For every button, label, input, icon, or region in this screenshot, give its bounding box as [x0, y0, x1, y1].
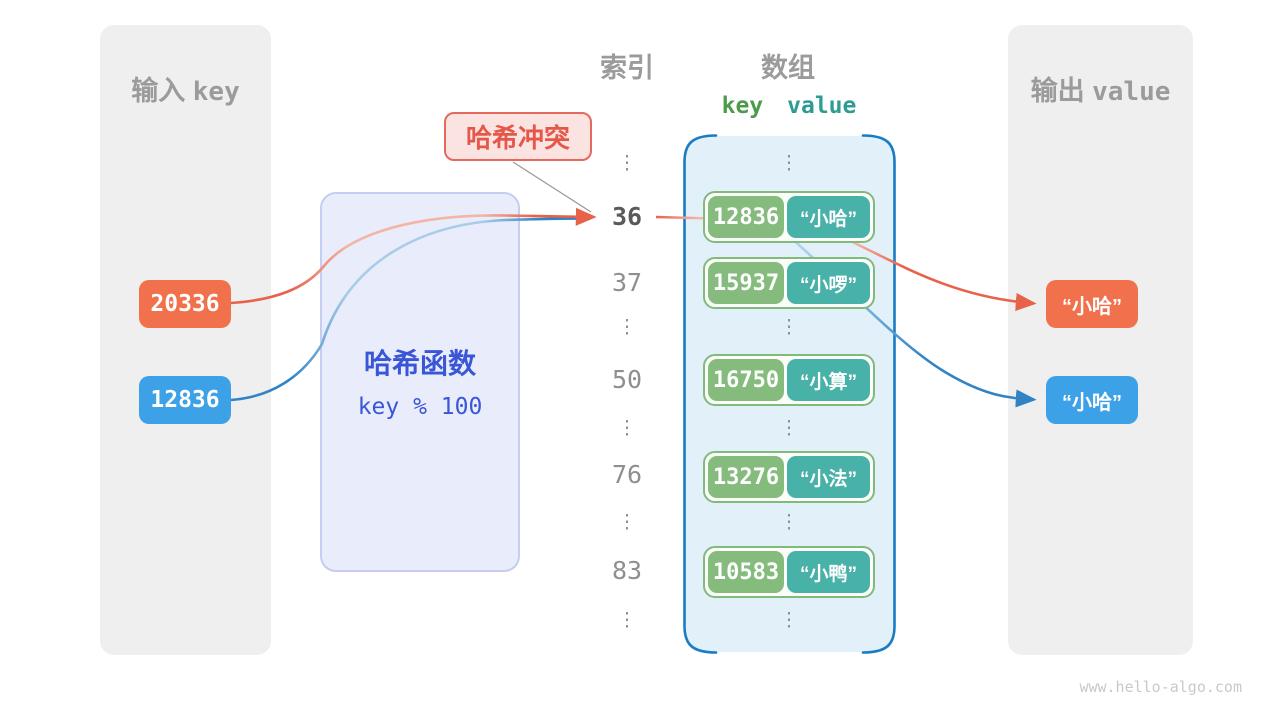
hash-function-title: 哈希函数 [363, 348, 476, 379]
pair-value: “小算” [787, 359, 870, 401]
array-ellipsis: ⋮ [779, 511, 799, 533]
array-pair-15937: 15937 “小啰” [703, 257, 875, 309]
pair-value: “小法” [787, 456, 870, 498]
pair-key: 16750 [708, 359, 784, 401]
index-36: 36 [611, 202, 643, 231]
pair-value: “小哈” [787, 196, 870, 238]
input-key-12836: 12836 [139, 376, 231, 424]
index-ellipsis: ⋮ [617, 316, 637, 338]
input-panel-title: 输入 key [100, 69, 271, 108]
pair-key: 13276 [708, 456, 784, 498]
watermark: www.hello-algo.com [1079, 678, 1242, 696]
input-title-latin: key [192, 77, 240, 107]
index-ellipsis: ⋮ [617, 609, 637, 631]
output-panel-title: 输出 value [1008, 69, 1193, 108]
wire-orange-output [845, 237, 1037, 312]
input-panel: 输入 key [100, 25, 271, 655]
output-title-latin: value [1092, 77, 1171, 107]
output-title-cjk: 输出 [1030, 76, 1085, 106]
pair-key: 15937 [708, 262, 784, 304]
pair-key: 10583 [708, 551, 784, 593]
array-kv-header: key value [683, 93, 895, 119]
array-ellipsis: ⋮ [779, 609, 799, 631]
array-ellipsis: ⋮ [779, 316, 799, 338]
index-37: 37 [611, 268, 643, 297]
index-76: 76 [611, 460, 643, 489]
array-bracket-left [683, 134, 718, 654]
array-pair-10583: 10583 “小鸭” [703, 546, 875, 598]
pair-value: “小鸭” [787, 551, 870, 593]
array-value-header: value [787, 93, 857, 119]
index-ellipsis: ⋮ [617, 417, 637, 439]
collision-label: 哈希冲突 [444, 112, 592, 161]
array-entries: ⋮ ⋮ ⋮ ⋮ ⋮ 12836 “小哈” 15937 “小啰” 16750 “小… [683, 133, 895, 653]
array-pair-13276: 13276 “小法” [703, 451, 875, 503]
input-key-20336: 20336 [139, 280, 231, 328]
input-title-cjk: 输入 [131, 76, 186, 106]
output-panel: 输出 value [1008, 25, 1193, 655]
array-key-header: key [721, 93, 764, 119]
index-ellipsis: ⋮ [617, 511, 637, 533]
wire-blue-input [230, 217, 592, 402]
array-column-title: 数组 [761, 53, 815, 83]
index-50: 50 [611, 365, 643, 394]
index-column: ⋮ 36 37 ⋮ 50 ⋮ 76 ⋮ 83 ⋮ [587, 0, 667, 720]
wire-orange-input [230, 207, 597, 305]
index-ellipsis: ⋮ [617, 152, 637, 174]
hash-function-formula: key % 100 [357, 394, 483, 420]
index-83: 83 [611, 556, 643, 585]
array-pair-16750: 16750 “小算” [703, 354, 875, 406]
output-value-blue: “小哈” [1046, 376, 1138, 424]
collision-pointer-line [512, 161, 592, 213]
index-column-title: 索引 [600, 53, 654, 83]
output-value-orange: “小哈” [1046, 280, 1138, 328]
array-ellipsis: ⋮ [779, 152, 799, 174]
pair-value: “小啰” [787, 262, 870, 304]
array-bracket-right [861, 134, 896, 654]
array-ellipsis: ⋮ [779, 417, 799, 439]
array-pair-12836: 12836 “小哈” [703, 191, 875, 243]
pair-key: 12836 [708, 196, 784, 238]
wire-index-to-array [655, 215, 713, 220]
hash-function-box [320, 192, 520, 572]
